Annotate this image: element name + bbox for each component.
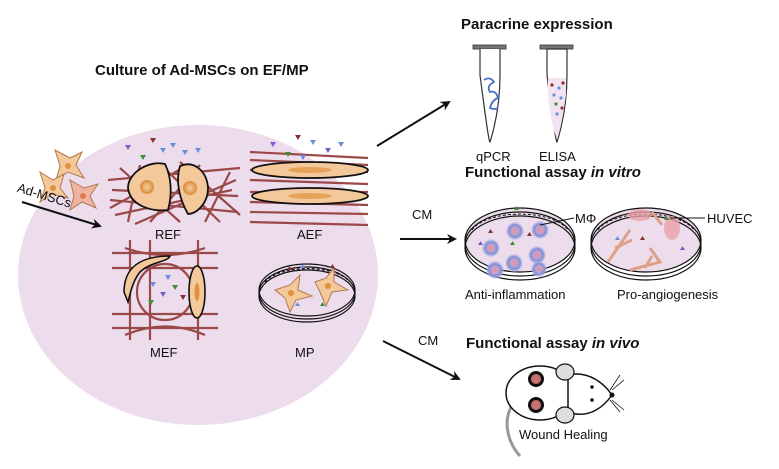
qpcr-tube <box>472 44 507 143</box>
arrow-to-in-vivo <box>382 340 461 380</box>
anti-inflammation-dish <box>464 206 576 281</box>
mef-cells <box>123 255 206 319</box>
mef-label: MEF <box>150 345 178 360</box>
pro-angiogenesis-dish <box>590 207 705 281</box>
arrow-to-paracrine <box>376 100 451 147</box>
mp-label: MP <box>295 345 315 360</box>
in-vivo-title: Functional assay in vivo <box>466 335 639 352</box>
aef-cells <box>251 161 369 205</box>
in-vitro-cm-label: CM <box>412 207 433 222</box>
ad-mscs-arrow <box>21 201 102 229</box>
ref-label: REF <box>155 227 181 242</box>
culture-title: Culture of Ad-MSCs on EF/MP <box>95 62 309 79</box>
in-vivo-title-prefix: Functional assay <box>466 335 592 352</box>
in-vivo-title-italic: in vivo <box>591 335 640 352</box>
anti-inflammation-label: Anti-inflammation <box>465 287 566 302</box>
qpcr-label: qPCR <box>476 149 511 164</box>
mp-plate <box>258 263 356 323</box>
elisa-label: ELISA <box>539 149 576 164</box>
in-vitro-title: Functional assay in vitro <box>465 164 641 181</box>
in-vitro-title-prefix: Functional assay <box>465 164 591 181</box>
secreted-factors <box>125 135 344 306</box>
pro-angiogenesis-label: Pro-angiogenesis <box>617 287 719 302</box>
paracrine-title: Paracrine expression <box>461 16 613 33</box>
wound-healing-label: Wound Healing <box>519 427 608 442</box>
aef-label: AEF <box>297 227 323 242</box>
in-vitro-title-italic: in vitro <box>590 164 641 181</box>
macrophage-label: MΦ <box>575 211 597 226</box>
elisa-tube <box>539 44 574 143</box>
in-vivo-cm-label: CM <box>418 333 439 348</box>
ref-cells <box>127 162 209 215</box>
ad-mscs-cells <box>39 148 100 212</box>
mouse-illustration <box>505 363 625 458</box>
mp-cells <box>273 266 350 314</box>
huvec-label: HUVEC <box>707 211 753 226</box>
